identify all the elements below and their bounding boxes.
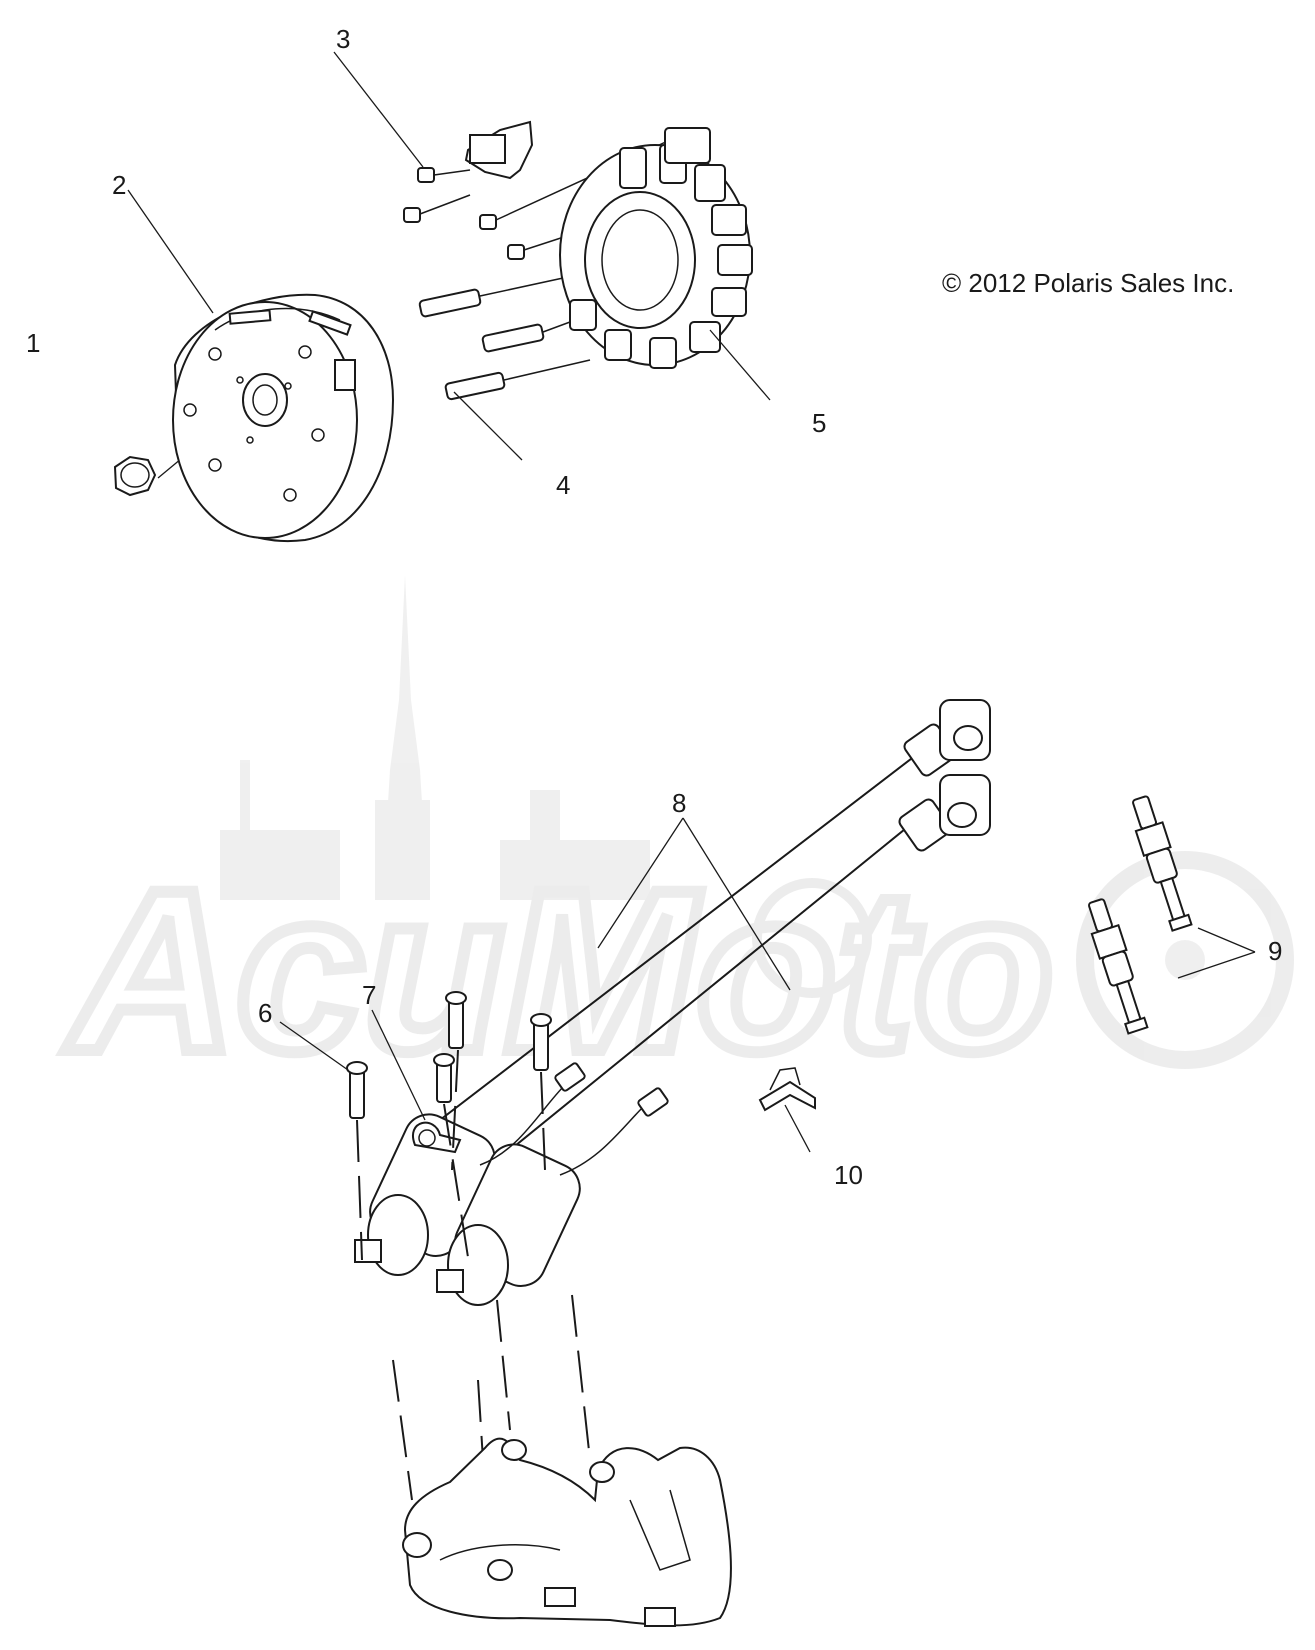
- callout-4: 4: [556, 470, 571, 500]
- callout-10: 10: [834, 1160, 863, 1190]
- callout-7: 7: [362, 980, 377, 1010]
- callout-2: 2: [112, 170, 127, 200]
- spark-plugs: [1088, 795, 1256, 1035]
- copyright-text: © 2012 Polaris Sales Inc.: [942, 268, 1235, 298]
- callout-8: 8: [672, 788, 687, 818]
- sensor-screw: [333, 51, 534, 223]
- callout-9: 9: [1268, 936, 1283, 966]
- flywheel: [127, 189, 395, 543]
- watermark: AcuMoto: [59, 575, 1294, 1105]
- coil-bracket: [402, 1437, 732, 1627]
- ignition-coils: [279, 699, 991, 1541]
- callout-5: 5: [812, 408, 827, 438]
- svg-text:AcuMoto: AcuMoto: [65, 842, 1054, 1099]
- stator: [559, 127, 771, 401]
- callout-1: 1: [26, 328, 41, 358]
- callout-3: 3: [336, 24, 351, 54]
- callout-6: 6: [258, 998, 273, 1028]
